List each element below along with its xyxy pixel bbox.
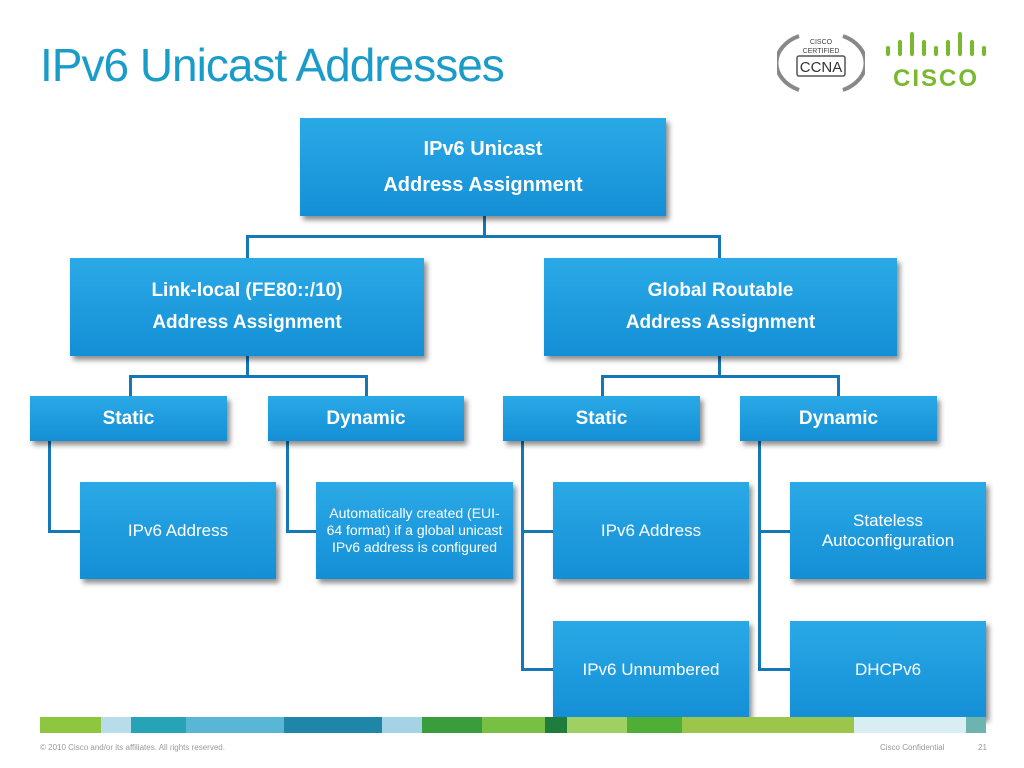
ccna-logo-mid-text: CERTIFIED bbox=[803, 48, 840, 55]
connector-to-ll-static bbox=[129, 375, 132, 397]
node-link-local-static: Static bbox=[30, 396, 227, 441]
footer-page-number: 21 bbox=[978, 743, 987, 752]
leaf-ll-ipv6-address: IPv6 Address bbox=[80, 482, 276, 579]
node-ipv6-unicast-address-assignment: IPv6 Unicast Address Assignment bbox=[300, 118, 666, 216]
leaf-gr-ipv6-unnumbered: IPv6 Unnumbered bbox=[553, 621, 749, 718]
connector-root-down bbox=[483, 216, 486, 237]
connector-link-local-bar bbox=[129, 375, 368, 378]
footer-confidential: Cisco Confidential bbox=[880, 743, 945, 752]
connector-level1-bar bbox=[246, 235, 721, 238]
node-link-local-address-assignment: Link-local (FE80::/10) Address Assignmen… bbox=[70, 258, 424, 356]
connector-ll-static-horizontal bbox=[48, 530, 80, 533]
node-link-local-line1: Link-local (FE80::/10) bbox=[151, 280, 343, 301]
connector-gr-static-horizontal-2 bbox=[521, 668, 553, 671]
connector-to-link-local bbox=[246, 235, 249, 259]
leaf-gr-stateless-autoconfiguration: Stateless Autoconfiguration bbox=[790, 482, 986, 579]
ccna-logo-main-text: CCNA bbox=[800, 59, 843, 76]
cisco-logo-text: CISCO bbox=[893, 65, 979, 90]
connector-global-down bbox=[718, 355, 721, 377]
connector-to-gr-static bbox=[601, 375, 604, 397]
ccna-certified-logo: CISCO CERTIFIED CCNA bbox=[777, 34, 865, 92]
leaf-gr-dhcpv6: DHCPv6 bbox=[790, 621, 986, 718]
connector-ll-dynamic-horizontal bbox=[286, 530, 316, 533]
node-global-routable-address-assignment: Global Routable Address Assignment bbox=[544, 258, 897, 356]
page-title: IPv6 Unicast Addresses bbox=[40, 39, 505, 91]
connector-gr-static-horizontal-1 bbox=[521, 530, 553, 533]
cisco-logo: CISCO bbox=[886, 32, 986, 90]
node-global-static: Static bbox=[503, 396, 700, 441]
ccna-logo-top-text: CISCO bbox=[810, 39, 833, 46]
node-global-dynamic: Dynamic bbox=[740, 396, 937, 441]
connector-gr-static-vertical bbox=[521, 440, 524, 670]
connector-ll-static-vertical bbox=[48, 440, 51, 532]
node-root-line2: Address Assignment bbox=[383, 174, 583, 196]
connector-ll-dynamic-vertical bbox=[286, 440, 289, 532]
connector-gr-dynamic-horizontal-1 bbox=[758, 530, 790, 533]
connector-gr-dynamic-vertical bbox=[758, 440, 761, 670]
leaf-gr-ipv6-address: IPv6 Address bbox=[553, 482, 749, 579]
node-global-line1: Global Routable bbox=[647, 280, 794, 301]
connector-link-local-down bbox=[246, 355, 249, 377]
node-global-line2: Address Assignment bbox=[625, 312, 816, 333]
node-link-local-line2: Address Assignment bbox=[152, 312, 342, 333]
connector-to-gr-dynamic bbox=[837, 375, 840, 397]
footer-color-stripe bbox=[40, 717, 986, 733]
connector-to-ll-dynamic bbox=[365, 375, 368, 397]
leaf-ll-eui64-auto: Automatically created (EUI-64 format) if… bbox=[316, 482, 513, 579]
connector-global-bar bbox=[601, 375, 840, 378]
node-root-line1: IPv6 Unicast bbox=[423, 138, 543, 160]
connector-gr-dynamic-horizontal-2 bbox=[758, 668, 790, 671]
node-link-local-dynamic: Dynamic bbox=[268, 396, 464, 441]
footer-copyright: © 2010 Cisco and/or its affiliates. All … bbox=[40, 743, 225, 752]
connector-to-global bbox=[718, 235, 721, 259]
